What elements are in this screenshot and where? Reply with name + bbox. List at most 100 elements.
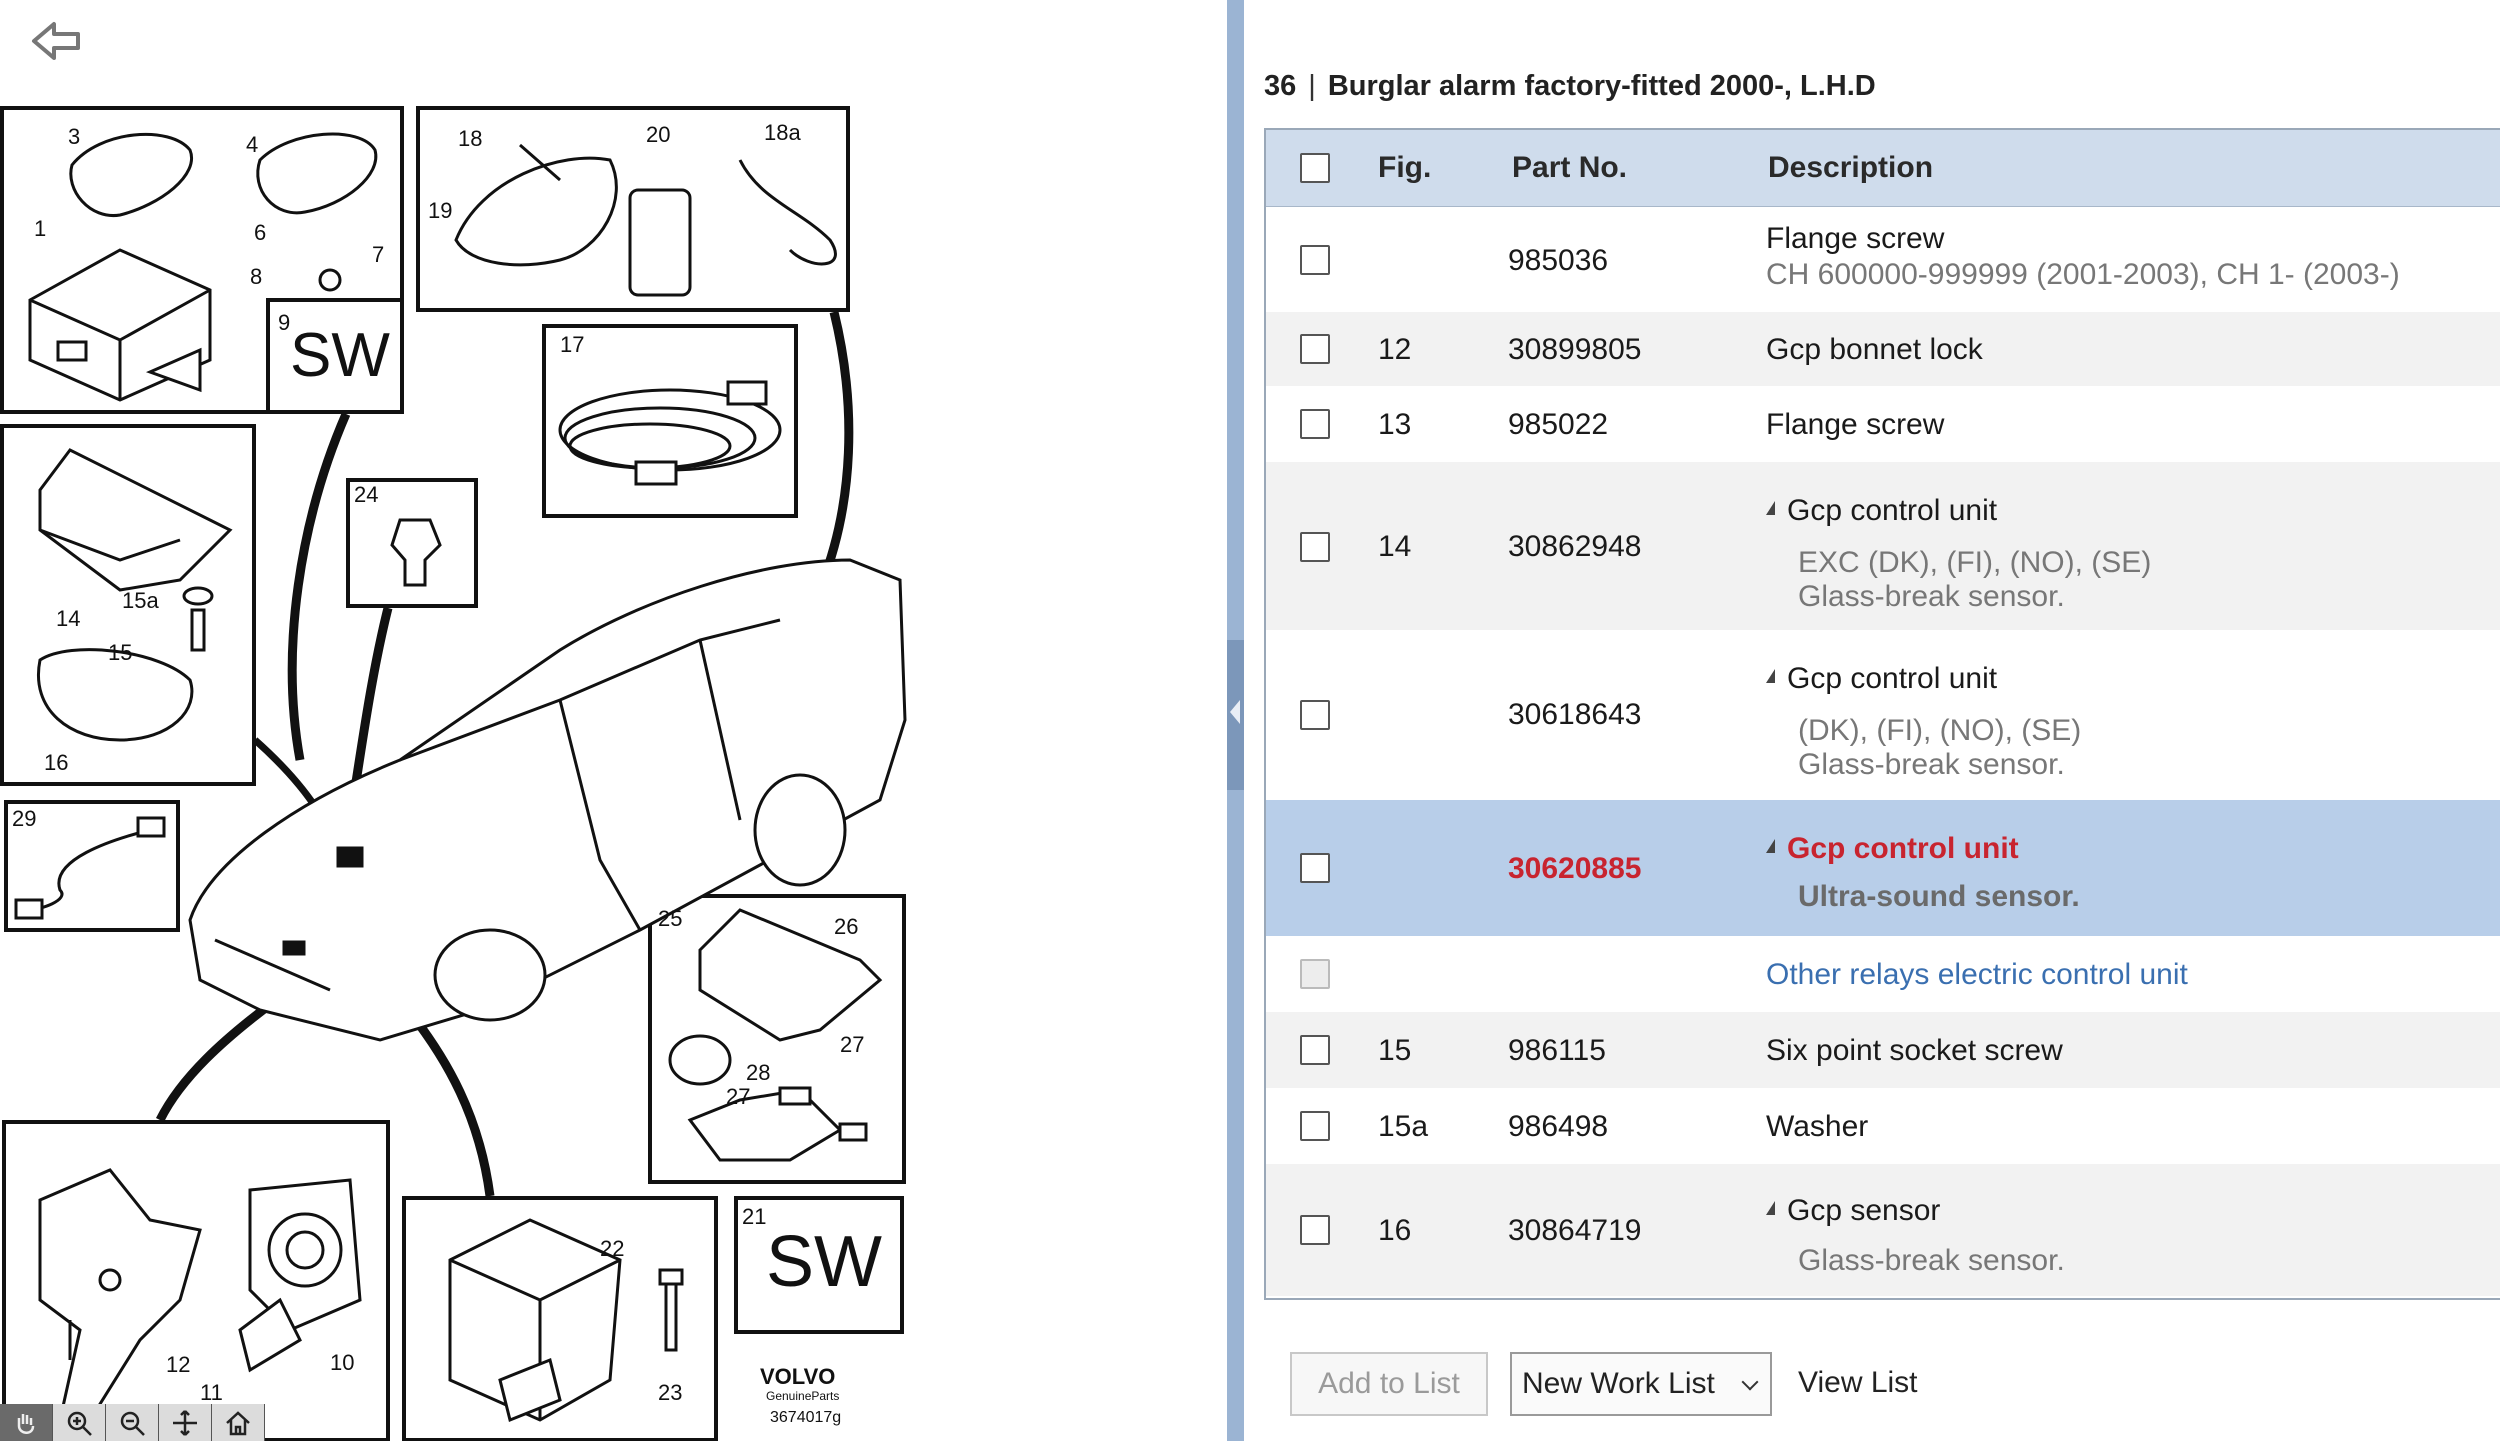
svg-text:VOLVO: VOLVO — [760, 1364, 835, 1389]
svg-text:29: 29 — [12, 806, 36, 831]
row-checkbox[interactable] — [1300, 853, 1330, 883]
table-row[interactable]: 14 30862948 Gcp control unit EXC (DK), (… — [1266, 462, 2500, 630]
svg-text:4: 4 — [246, 132, 258, 157]
row-description: Gcp control unit — [1766, 832, 2019, 866]
svg-text:14: 14 — [56, 606, 80, 631]
svg-text:11: 11 — [200, 1380, 223, 1405]
column-header-fig[interactable]: Fig. — [1378, 151, 1432, 184]
expand-triangle-icon[interactable] — [1766, 669, 1775, 684]
add-to-list-button[interactable]: Add to List — [1290, 1352, 1488, 1416]
row-part-no: 986498 — [1508, 1110, 1609, 1143]
svg-text:18a: 18a — [764, 120, 801, 145]
table-row-selected[interactable]: 30620885 Gcp control unit Ultra-sound se… — [1266, 800, 2500, 936]
select-all-checkbox[interactable] — [1300, 153, 1330, 183]
svg-text:26: 26 — [834, 914, 858, 939]
svg-text:12: 12 — [166, 1352, 190, 1377]
diagram-toolbar — [0, 1404, 265, 1441]
view-list-link[interactable]: View List — [1798, 1366, 1918, 1399]
row-description-text: Gcp control unit — [1787, 494, 1998, 527]
svg-text:15a: 15a — [122, 588, 159, 613]
row-description-detail: Ultra-sound sensor. — [1798, 880, 2080, 913]
row-checkbox[interactable] — [1300, 1215, 1330, 1245]
pan-icon[interactable] — [159, 1404, 212, 1441]
row-description: Washer — [1766, 1110, 1869, 1143]
row-checkbox[interactable] — [1300, 409, 1330, 439]
row-fig: 12 — [1378, 333, 1412, 366]
svg-text:SW: SW — [290, 321, 390, 390]
row-part-no: 986115 — [1508, 1034, 1606, 1067]
svg-text:19: 19 — [428, 198, 452, 223]
row-fig: 15 — [1378, 1034, 1412, 1067]
svg-text:28: 28 — [746, 1060, 770, 1085]
svg-text:18: 18 — [458, 126, 482, 151]
row-description-detail: (DK), (FI), (NO), (SE) — [1798, 714, 2082, 747]
row-checkbox[interactable] — [1300, 700, 1330, 730]
table-row[interactable]: 30618643 Gcp control unit (DK), (FI), (N… — [1266, 630, 2500, 800]
hand-icon[interactable] — [0, 1404, 53, 1441]
row-part-no: 30620885 — [1508, 852, 1642, 885]
row-fig: 16 — [1378, 1214, 1412, 1247]
chevron-down-icon — [1741, 1373, 1759, 1391]
table-row[interactable]: 15a 986498 Washer — [1266, 1088, 2500, 1164]
row-description-detail: CH 600000-999999 (2001-2003), CH 1- (200… — [1766, 258, 2400, 291]
collapse-arrow-icon[interactable] — [1230, 700, 1240, 724]
related-part-link[interactable]: Other relays electric control unit — [1766, 958, 2188, 991]
row-description: Gcp sensor — [1766, 1194, 1940, 1228]
table-row[interactable]: 12 30899805 Gcp bonnet lock — [1266, 312, 2500, 386]
column-header-description[interactable]: Description — [1768, 151, 1934, 184]
svg-text:7: 7 — [372, 242, 384, 267]
row-checkbox[interactable] — [1300, 1035, 1330, 1065]
table-row[interactable]: 16 30864719 Gcp sensor Glass-break senso… — [1266, 1164, 2500, 1296]
row-description: Gcp control unit — [1766, 494, 1997, 528]
work-list-select[interactable]: New Work List — [1510, 1352, 1772, 1416]
work-list-select-value: New Work List — [1522, 1367, 1715, 1400]
table-row[interactable]: 13 985022 Flange screw — [1266, 386, 2500, 462]
expand-triangle-icon[interactable] — [1766, 839, 1775, 854]
svg-text:23: 23 — [658, 1380, 682, 1405]
svg-text:10: 10 — [330, 1350, 354, 1375]
parts-table: Fig. Part No. Description 985036 Flange … — [1264, 128, 2500, 1300]
expand-triangle-icon[interactable] — [1766, 501, 1775, 516]
svg-text:3: 3 — [68, 124, 80, 149]
row-description: Flange screw — [1766, 408, 1945, 441]
parts-panel: 36|Burglar alarm factory-fitted 2000-, L… — [1244, 0, 2500, 1441]
table-row[interactable]: Other relays electric control unit — [1266, 936, 2500, 1012]
home-icon[interactable] — [212, 1404, 265, 1441]
row-part-no: 985022 — [1508, 408, 1609, 441]
row-description-note: Glass-break sensor. — [1798, 748, 2065, 781]
row-part-no: 985036 — [1508, 244, 1609, 277]
row-part-no: 30864719 — [1508, 1214, 1642, 1247]
back-arrow-icon[interactable] — [28, 16, 88, 66]
column-header-part-no[interactable]: Part No. — [1512, 151, 1628, 184]
row-fig: 14 — [1378, 530, 1412, 563]
table-row[interactable]: 985036 Flange screw CH 600000-999999 (20… — [1266, 208, 2500, 312]
row-checkbox[interactable] — [1300, 334, 1330, 364]
zoom-in-icon[interactable] — [53, 1404, 106, 1441]
row-description-note: Glass-break sensor. — [1798, 580, 2065, 613]
svg-text:16: 16 — [44, 750, 68, 775]
heading-separator: | — [1308, 70, 1316, 102]
svg-text:20: 20 — [646, 122, 670, 147]
svg-text:17: 17 — [560, 332, 584, 357]
row-part-no: 30618643 — [1508, 698, 1642, 731]
svg-text:22: 22 — [600, 1236, 624, 1261]
row-checkbox[interactable] — [1300, 532, 1330, 562]
row-checkbox[interactable] — [1300, 245, 1330, 275]
svg-text:27: 27 — [840, 1032, 864, 1057]
svg-text:25: 25 — [658, 906, 682, 931]
svg-text:6: 6 — [254, 220, 266, 245]
row-description: Gcp control unit — [1766, 662, 1997, 696]
svg-text:24: 24 — [354, 482, 378, 507]
row-description-detail: EXC (DK), (FI), (NO), (SE) — [1798, 546, 2152, 579]
table-row[interactable]: 15 986115 Six point socket screw — [1266, 1012, 2500, 1088]
row-description-text: Gcp control unit — [1787, 832, 2019, 865]
table-header: Fig. Part No. Description — [1266, 130, 2500, 207]
zoom-out-icon[interactable] — [106, 1404, 159, 1441]
svg-text:8: 8 — [250, 264, 262, 289]
svg-text:GenuineParts: GenuineParts — [766, 1389, 839, 1403]
row-checkbox[interactable] — [1300, 1111, 1330, 1141]
svg-text:21: 21 — [742, 1204, 766, 1229]
expand-triangle-icon[interactable] — [1766, 1201, 1775, 1216]
